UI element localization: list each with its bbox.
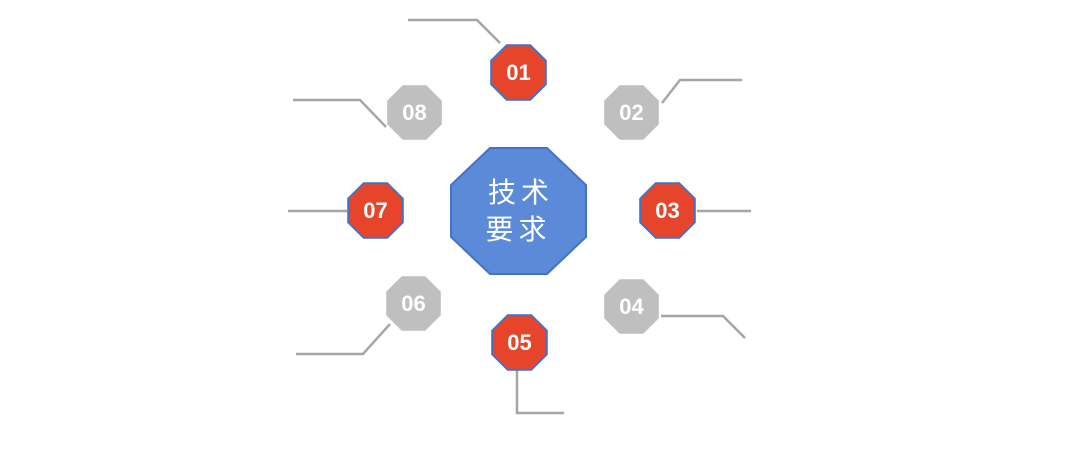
octagon-shape-04 [604, 279, 659, 334]
node-03: 03 [639, 182, 696, 239]
octagon-shape-08 [387, 85, 442, 140]
node-label-06: 06 [401, 290, 426, 316]
node-label-08: 08 [402, 99, 427, 125]
node-label-01: 01 [506, 59, 531, 85]
connector-line-06 [296, 323, 391, 356]
node-01: 01 [490, 44, 547, 101]
center-node: 技术 要求 [450, 147, 587, 275]
node-05: 05 [491, 314, 548, 371]
octagon-shape-07 [347, 182, 404, 239]
connector-line-05 [515, 370, 564, 415]
octagon-shape-05 [491, 314, 548, 371]
node-label-05: 05 [507, 329, 532, 355]
node-04: 04 [603, 278, 660, 335]
node-label-02: 02 [619, 99, 644, 125]
octagon-shape-03 [639, 182, 696, 239]
node-06: 06 [385, 275, 442, 332]
center-octagon-shape [450, 147, 587, 275]
node-07: 07 [347, 182, 404, 239]
node-label-04: 04 [619, 293, 644, 319]
connector-line-08 [293, 98, 387, 128]
connector-line-01 [408, 18, 501, 44]
node-label-03: 03 [655, 197, 680, 223]
connector-line-04 [661, 314, 746, 339]
octagon-shape-01 [490, 44, 547, 101]
node-02: 02 [603, 84, 660, 141]
center-label: 技术 要求 [485, 177, 554, 245]
node-label-07: 07 [363, 197, 388, 223]
node-08: 08 [386, 84, 443, 141]
connector-line-02 [661, 78, 742, 104]
octagon-shape-02 [604, 85, 659, 140]
octagon-shape-06 [386, 276, 441, 331]
